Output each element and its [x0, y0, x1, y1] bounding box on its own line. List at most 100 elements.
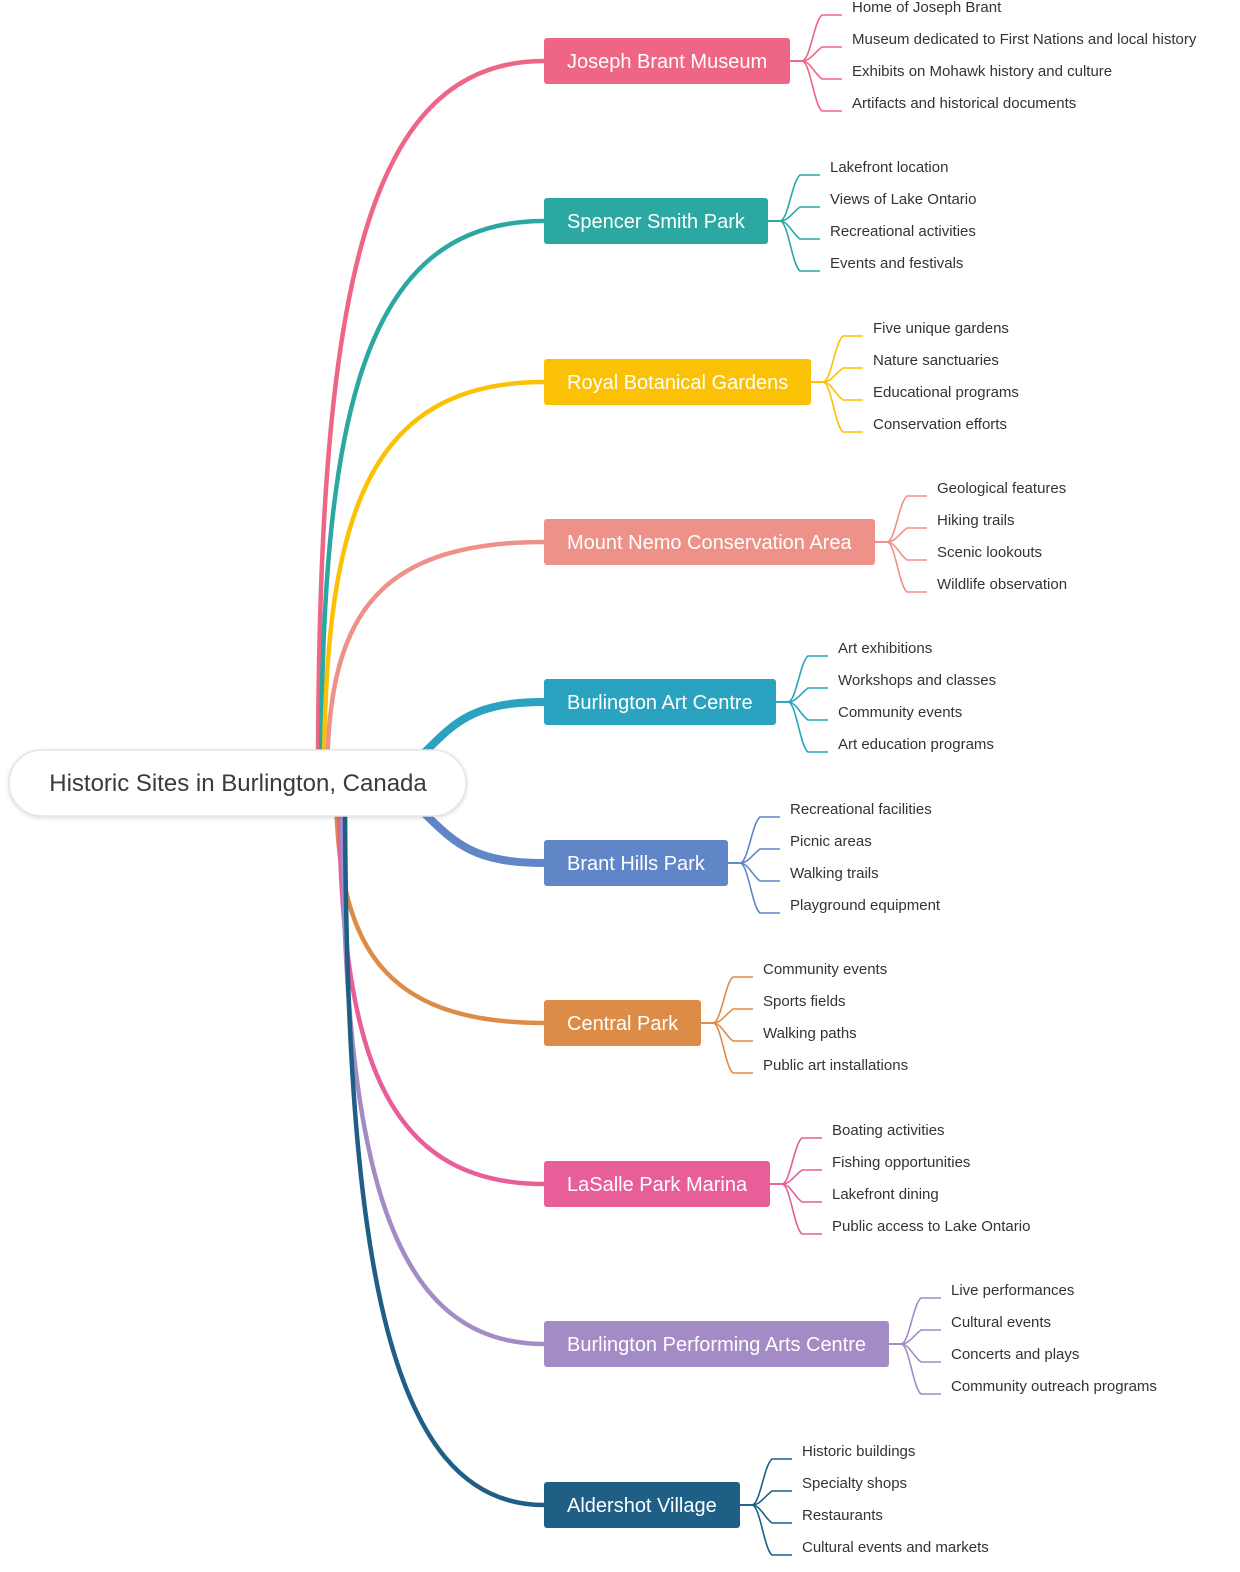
branch-node-box [544, 198, 768, 244]
leaf-label: Live performances [951, 1282, 1074, 1299]
leaf-connector [875, 527, 927, 543]
branch-connector [318, 218, 547, 786]
leaf-connector [768, 220, 820, 240]
branch-node[interactable]: Burlington Performing Arts Centre [544, 1321, 889, 1367]
leaf-label: Scenic lookouts [937, 544, 1042, 561]
leaf-connector [776, 687, 828, 703]
leaf-label: Nature sanctuaries [873, 352, 999, 369]
leaf-label: Community events [838, 704, 962, 721]
branch-label: Aldershot Village [567, 1495, 717, 1517]
leaf-connector [740, 1458, 792, 1506]
branch-node-box [544, 1321, 889, 1367]
leaf-connector [728, 862, 780, 882]
leaf-label: Views of Lake Ontario [830, 191, 976, 208]
branch-node[interactable]: LaSalle Park Marina [544, 1161, 770, 1207]
branch-connector [333, 780, 547, 1026]
leaf-connector [790, 46, 842, 62]
branch-label: Central Park [567, 1013, 679, 1035]
leaf-connector [740, 1490, 792, 1506]
branch-label: Burlington Performing Arts Centre [567, 1334, 866, 1356]
branch-connector [336, 780, 547, 1187]
branch-label: LaSalle Park Marina [567, 1174, 748, 1196]
branch-connector [324, 539, 547, 786]
branch-connector [421, 810, 548, 867]
branch-node-box [544, 519, 875, 565]
leaf-connector [790, 60, 842, 80]
leaf-connector [790, 14, 842, 62]
leaf-connector [768, 206, 820, 222]
branch-node-box [544, 38, 790, 84]
leaf-connector [811, 335, 863, 383]
branch-node[interactable]: Burlington Art Centre [544, 679, 776, 725]
leaf-label: Home of Joseph Brant [852, 0, 1002, 16]
branch-label: Spencer Smith Park [567, 211, 746, 233]
leaf-connector [770, 1183, 822, 1203]
leaf-connector [889, 1329, 941, 1345]
leaf-label: Concerts and plays [951, 1346, 1079, 1363]
branch-node[interactable]: Central Park [544, 1000, 701, 1046]
leaf-connector [768, 174, 820, 222]
leaf-label: Workshops and classes [838, 672, 996, 689]
branch-node[interactable]: Mount Nemo Conservation Area [544, 519, 875, 565]
leaf-connector [740, 1504, 792, 1556]
leaf-label: Playground equipment [790, 897, 941, 914]
branch-node-box [544, 1000, 701, 1046]
leaf-label: Walking paths [763, 1025, 857, 1042]
leaf-connector [770, 1137, 822, 1185]
leaf-connector [811, 367, 863, 383]
leaf-connector [701, 1022, 753, 1074]
branch-connector [315, 58, 547, 786]
leaf-label: Public access to Lake Ontario [832, 1218, 1030, 1235]
branch-connector [342, 780, 547, 1508]
leaf-label: Five unique gardens [873, 320, 1009, 337]
leaf-label: Wildlife observation [937, 576, 1067, 593]
leaf-label: Geological features [937, 480, 1066, 497]
leaf-label: Museum dedicated to First Nations and lo… [852, 31, 1197, 48]
leaf-label: Cultural events and markets [802, 1539, 989, 1556]
branch-node-box [544, 679, 776, 725]
leaf-connector [776, 655, 828, 703]
leaf-connectors [701, 14, 941, 1556]
leaf-label: Restaurants [802, 1507, 883, 1524]
branch-node[interactable]: Brant Hills Park [544, 840, 728, 886]
leaf-label: Community events [763, 961, 887, 978]
leaf-connector [701, 1008, 753, 1024]
branch-node[interactable]: Royal Botanical Gardens [544, 359, 811, 405]
branch-node-box [544, 840, 728, 886]
branch-connector [421, 698, 548, 756]
branch-node[interactable]: Spencer Smith Park [544, 198, 768, 244]
leaf-connector [701, 976, 753, 1024]
branch-node-box [544, 1161, 770, 1207]
leaf-label: Picnic areas [790, 833, 872, 850]
leaf-connector [701, 1022, 753, 1042]
leaf-label: Boating activities [832, 1122, 945, 1139]
leaf-connector [875, 541, 927, 561]
leaf-connector [889, 1343, 941, 1363]
branch-label: Royal Botanical Gardens [567, 372, 788, 394]
leaf-label: Cultural events [951, 1314, 1051, 1331]
leaf-label: Specialty shops [802, 1475, 907, 1492]
leaf-label: Community outreach programs [951, 1378, 1157, 1395]
branch-label: Burlington Art Centre [567, 692, 753, 714]
leaf-label: Art exhibitions [838, 640, 932, 657]
branch-label: Brant Hills Park [567, 853, 706, 875]
root-node[interactable]: Historic Sites in Burlington, Canada [8, 749, 467, 817]
branch-connector [321, 379, 547, 786]
leaf-connector [728, 848, 780, 864]
leaf-label: Art education programs [838, 736, 994, 753]
leaf-connector [770, 1183, 822, 1235]
leaf-label: Historic buildings [802, 1443, 915, 1460]
branch-node[interactable]: Aldershot Village [544, 1482, 740, 1528]
branch-node-box [544, 1482, 740, 1528]
leaf-connector [811, 381, 863, 401]
leaf-label: Conservation efforts [873, 416, 1007, 433]
leaf-label: Events and festivals [830, 255, 963, 272]
leaf-connector [889, 1297, 941, 1345]
leaf-connector [728, 862, 780, 914]
branch-node[interactable]: Joseph Brant Museum [544, 38, 790, 84]
root-label: Historic Sites in Burlington, Canada [49, 770, 427, 797]
leaf-label: Lakefront dining [832, 1186, 939, 1203]
leaf-connector [768, 220, 820, 272]
leaf-connector [776, 701, 828, 753]
